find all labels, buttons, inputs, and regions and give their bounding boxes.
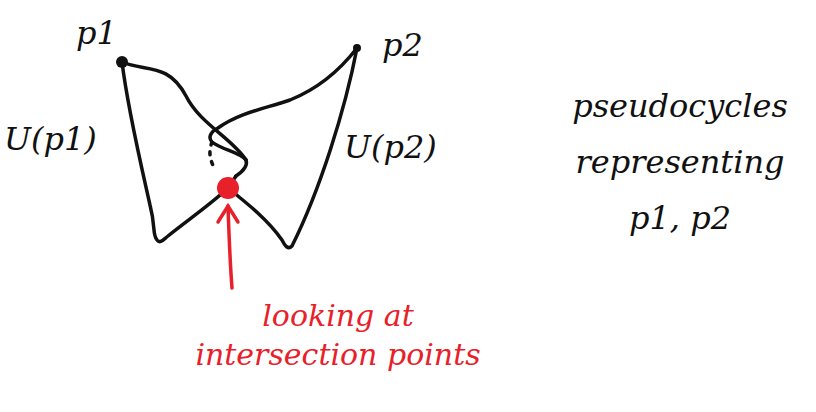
set-label: U(p2) xyxy=(344,128,484,166)
point-label: p1 xyxy=(76,14,136,52)
note-text: pseudocycles representing p1, p2 xyxy=(560,78,800,246)
pointer-arrow xyxy=(218,206,238,288)
hidden-crossing xyxy=(210,142,216,170)
intersection-point xyxy=(217,177,239,199)
point-p1 xyxy=(116,56,128,68)
pseudocycle-p2 xyxy=(210,48,357,248)
set-label: U(p1) xyxy=(4,120,122,158)
point-label: p2 xyxy=(382,26,442,64)
annotation-text: looking at intersection points xyxy=(168,296,508,374)
point-p2 xyxy=(353,44,361,52)
pseudocycle-joint xyxy=(236,160,246,176)
